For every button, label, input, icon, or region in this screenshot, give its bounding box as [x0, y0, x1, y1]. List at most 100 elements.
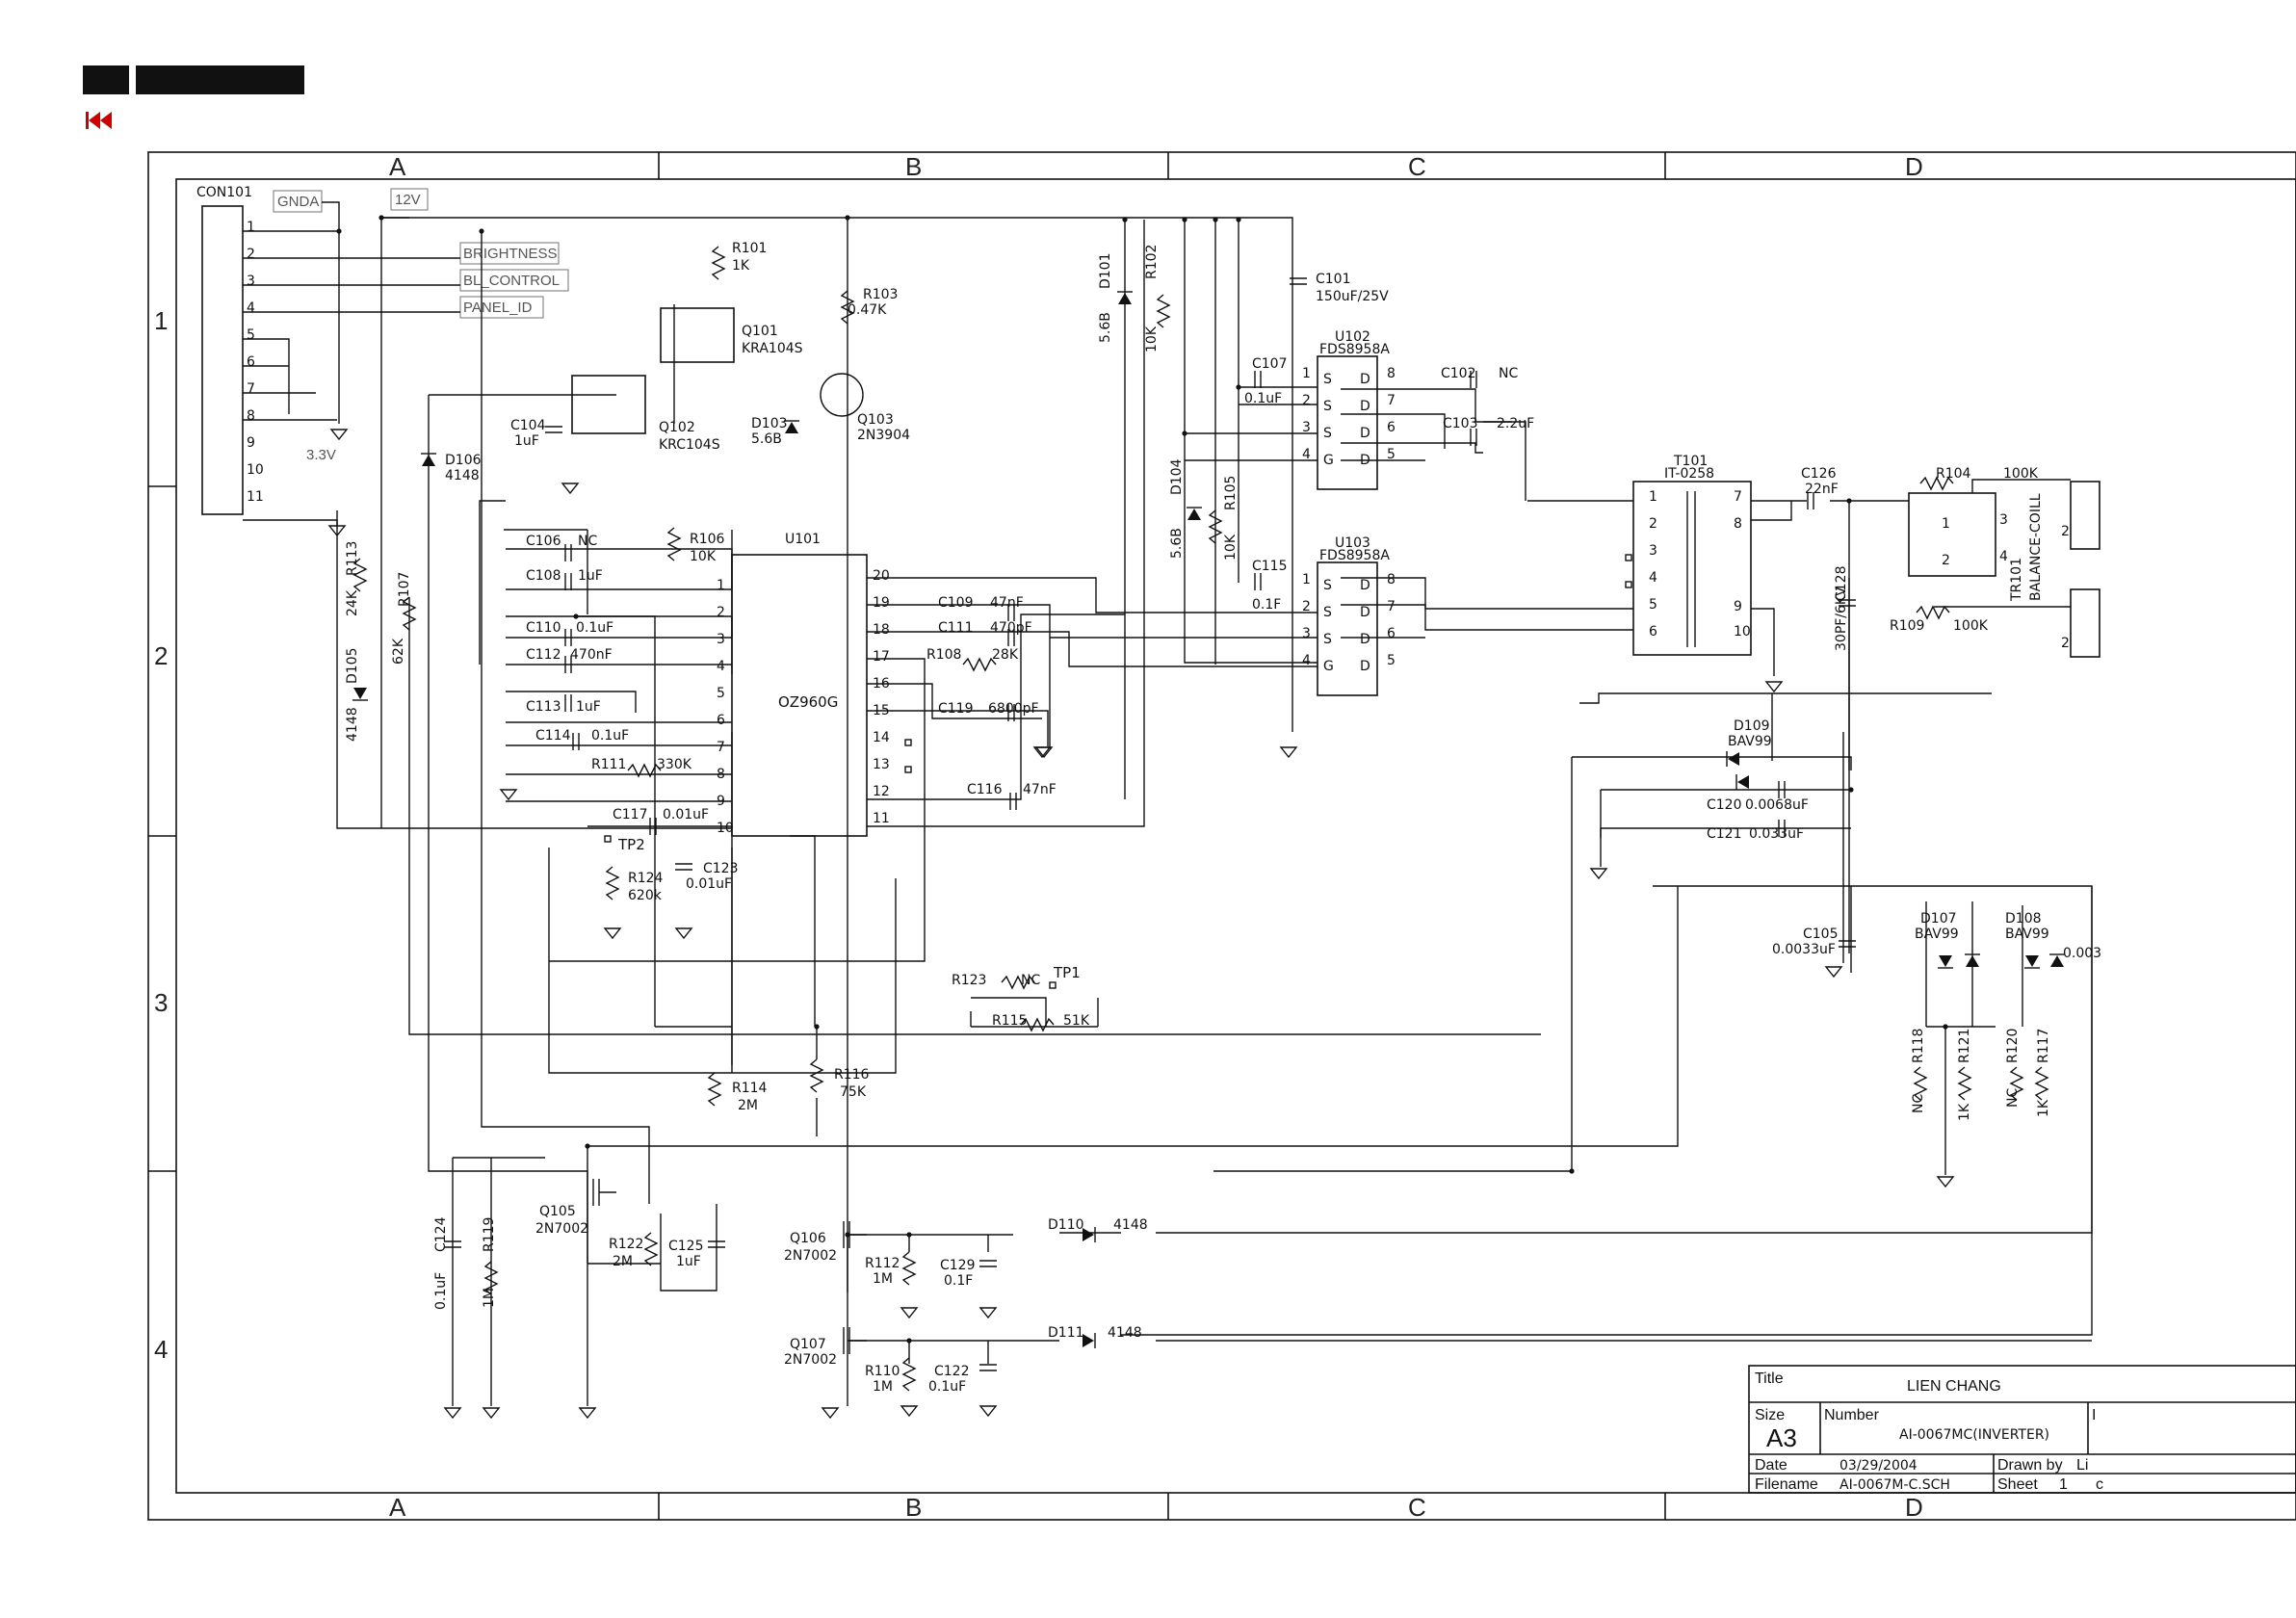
u103-pin-name-5: D: [1360, 659, 1370, 674]
u102-pin-name-3: S: [1323, 426, 1332, 441]
con101-pin-6: 6: [247, 354, 255, 370]
u103-pin-8: 8: [1387, 572, 1396, 587]
c102-ref: C102: [1441, 366, 1476, 381]
c116-value: 47nF: [1023, 782, 1057, 797]
c115-ref: C115: [1252, 559, 1288, 574]
svg-text:BALANCE-COILL: BALANCE-COILL: [2028, 493, 2044, 601]
con101-pin-2: 2: [247, 247, 255, 262]
wire-104: [790, 835, 816, 1027]
resistor-r124: [605, 866, 620, 900]
tp1-icon: [1049, 981, 1057, 989]
number-label: Number: [1824, 1407, 1880, 1423]
u101-pin-3: 3: [717, 632, 725, 647]
size-value: A3: [1766, 1423, 1797, 1452]
capacitor-c123: [675, 863, 692, 871]
transistor-q103-icon: [820, 373, 864, 417]
con101-pin-3: 3: [247, 274, 255, 289]
r118-value: NC: [1911, 1094, 1926, 1113]
r122-value: 2M: [613, 1254, 633, 1269]
c107-value: 0.1uF: [1244, 391, 1282, 406]
resistor-r119: [483, 1261, 499, 1295]
wire-89: [1156, 886, 2093, 1234]
r115-ref: R115: [992, 1013, 1027, 1029]
c106-value: NC: [578, 534, 597, 549]
c108-ref: C108: [526, 568, 561, 584]
r103-value: 0.47K: [848, 302, 887, 318]
u103-pin-1: 1: [1302, 572, 1311, 587]
t101-nc-0: [1625, 554, 1632, 561]
c123-ref: C123: [703, 861, 739, 876]
u101-pin-11: 11: [873, 811, 890, 826]
capacitor-c125: [708, 1240, 725, 1248]
junction-dot-9: [1236, 384, 1241, 390]
u101-pin-6: 6: [717, 713, 725, 728]
q102-value: KRC104S: [659, 437, 720, 453]
capacitor-c102: [1470, 371, 1477, 388]
wire-12: [848, 217, 1293, 732]
svg-text:U101: U101: [785, 532, 821, 547]
capacitor-c114: [572, 733, 580, 750]
junction-dot-0: [336, 228, 342, 234]
net-brightness: BRIGHTNESS: [463, 246, 558, 262]
wire-11: [381, 217, 848, 1292]
c121-value: 0.033uF: [1749, 826, 1804, 842]
back-nav-icon[interactable]: [85, 110, 114, 131]
d103-value: 5.6B: [751, 431, 782, 447]
d106-value: 4148: [445, 468, 480, 483]
sheet-label: Sheet: [1997, 1476, 2038, 1493]
net-3v3: 3.3V: [306, 447, 336, 463]
c123-value: 0.01uF: [686, 876, 732, 892]
d110-ref: D110: [1048, 1217, 1084, 1233]
wire-37: [867, 631, 1318, 667]
u101-nc-pin-13: [904, 766, 912, 773]
u101-nc-pin-14: [904, 739, 912, 746]
c103-ref: C103: [1443, 416, 1478, 431]
u102-pin-name-8: D: [1360, 372, 1370, 387]
r105-ref: R105: [1223, 476, 1239, 510]
d101-value: 5.6B: [1098, 312, 1113, 343]
tp2-label: TP2: [617, 836, 645, 853]
q106-value: 2N7002: [784, 1248, 837, 1264]
r110-ref: R110: [865, 1364, 900, 1379]
wire-29: [506, 691, 637, 713]
capacitor-c126: [1807, 492, 1814, 509]
r117-ref: R117: [2036, 1029, 2051, 1063]
diode-d109b: [1735, 774, 1749, 790]
wire-15: [428, 395, 588, 1264]
r114-value: 2M: [738, 1098, 758, 1113]
resistor-r122: [643, 1232, 659, 1266]
svg-text:2: 2: [2061, 636, 2070, 651]
c111-value: 470pF: [990, 620, 1032, 636]
ground-icon-9: [1824, 966, 1843, 979]
r101-ref: R101: [732, 241, 767, 256]
ground-icon-4: [674, 927, 693, 940]
c105-value: 0.0033uF: [1772, 942, 1836, 957]
c129-ref: C129: [940, 1258, 976, 1273]
ground-icon-2: [327, 525, 347, 537]
zone-col-a-top: A: [389, 152, 406, 181]
capacitor-c110: [564, 629, 572, 646]
t101-pin-4: 4: [1649, 570, 1657, 586]
r119-value: 1M: [482, 1288, 497, 1308]
u102-pin-7: 7: [1387, 393, 1396, 408]
mosfet-q107-icon: [843, 1327, 867, 1354]
u103-pin-name-2: S: [1323, 605, 1332, 620]
d106-ref: D106: [445, 453, 482, 468]
u102-pin-2: 2: [1302, 393, 1311, 408]
c125-value: 1uF: [676, 1254, 701, 1269]
junction-dot-12: [1848, 787, 1854, 793]
junction-dot-16: [906, 1338, 912, 1344]
ground-icon-18: [978, 1405, 998, 1418]
size-label: Size: [1755, 1407, 1785, 1423]
c109-value: 47nF: [990, 595, 1024, 611]
u103-pin-name-4: G: [1323, 659, 1334, 674]
con101-pin-1: 1: [247, 220, 255, 235]
wire-36: [867, 604, 1318, 639]
c120-ref: C120: [1707, 797, 1742, 813]
capacitor-c117: [649, 818, 657, 835]
u103-pin-4: 4: [1302, 653, 1311, 668]
junction-dot-11: [1846, 498, 1852, 504]
c113-value: 1uF: [576, 699, 601, 715]
wire-23: [479, 500, 506, 665]
